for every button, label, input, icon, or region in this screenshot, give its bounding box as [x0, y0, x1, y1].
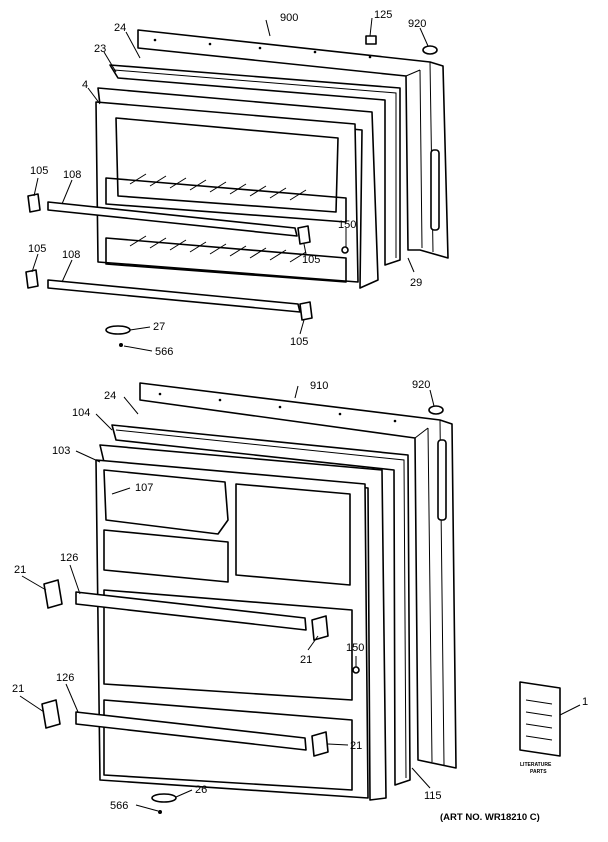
- callout-150: 150: [338, 219, 356, 231]
- callout-105: 105: [302, 254, 320, 266]
- callout-125: 125: [374, 9, 392, 21]
- art-number: (ART NO. WR18210 C): [440, 812, 540, 823]
- screw-icon: [352, 666, 360, 674]
- callout-105: 105: [290, 336, 308, 348]
- freezer-shelf-ribs: [129, 173, 307, 263]
- callout-105: 105: [28, 243, 46, 255]
- bracket-icon: [311, 731, 329, 757]
- freezer-door-assembly: [25, 29, 449, 347]
- bracket-icon: [311, 615, 329, 641]
- callout-115: 115: [424, 790, 442, 802]
- button-icon: [428, 405, 444, 415]
- bracket-icon: [25, 269, 39, 289]
- plug-icon: [365, 35, 377, 45]
- callout-104: 104: [72, 407, 90, 419]
- callout-126: 126: [56, 672, 74, 684]
- callout-107: 107: [135, 482, 153, 494]
- fresh-food-inner-liner: [95, 459, 369, 799]
- callout-23: 23: [94, 43, 106, 55]
- callout-27: 27: [153, 321, 165, 333]
- callout-21: 21: [350, 740, 362, 752]
- bracket-icon: [41, 699, 61, 729]
- fresh-food-shelf-bar-lower: [75, 711, 307, 751]
- callout-21: 21: [12, 683, 24, 695]
- clip-icon: [151, 793, 177, 803]
- callout-21: 21: [14, 564, 26, 576]
- screw-icon: [341, 246, 349, 254]
- fresh-food-labels: 910 920 24 104 103 107 126 21 21 150 126…: [12, 379, 442, 812]
- freezer-shelf-bar-upper: [47, 201, 298, 237]
- bracket-icon: [297, 225, 311, 245]
- freezer-outer-panel: [137, 29, 449, 259]
- callout-105: 105: [30, 165, 48, 177]
- literature-caption-2: PARTS: [530, 769, 547, 775]
- literature-packet: LITERATURE PARTS: [519, 681, 561, 775]
- callout-900: 900: [280, 12, 298, 24]
- callout-29: 29: [410, 277, 422, 289]
- dairy-compartment: [103, 469, 229, 535]
- callout-910: 910: [310, 380, 328, 392]
- fresh-food-gasket: [111, 424, 411, 786]
- callout-108: 108: [62, 249, 80, 261]
- callout-920: 920: [412, 379, 430, 391]
- callout-566: 566: [110, 800, 128, 812]
- callout-4: 4: [82, 79, 88, 91]
- clip-icon: [105, 325, 131, 335]
- freezer-labels: 900 125 920 24 23 4 105 108 150 105 108 …: [28, 9, 426, 358]
- fresh-food-door-assembly: [41, 382, 457, 814]
- leader-lines: [19, 17, 581, 812]
- fresh-food-shelf-bar-upper: [75, 591, 307, 631]
- callout-103: 103: [52, 445, 70, 457]
- callout-566: 566: [155, 346, 173, 358]
- button-icon: [422, 45, 438, 55]
- literature-caption-1: LITERATURE: [520, 762, 552, 768]
- bracket-icon: [27, 193, 41, 213]
- callout-126: 126: [60, 552, 78, 564]
- bracket-icon: [43, 579, 63, 609]
- callout-150: 150: [346, 642, 364, 654]
- callout-21: 21: [300, 654, 312, 666]
- freezer-gasket: [109, 64, 401, 266]
- callout-26: 26: [195, 784, 207, 796]
- callout-920: 920: [408, 18, 426, 30]
- bracket-icon: [299, 301, 313, 321]
- fresh-food-handle-slot: [437, 439, 447, 521]
- callout-24: 24: [104, 390, 116, 402]
- freezer-shelf-bar-lower: [47, 279, 301, 313]
- fresh-food-outer-panel: [139, 382, 457, 769]
- screw-icon: [158, 810, 162, 814]
- screw-icon: [119, 343, 123, 347]
- callout-1: 1: [582, 696, 588, 708]
- callout-24: 24: [114, 22, 126, 34]
- callout-108: 108: [63, 169, 81, 181]
- freezer-handle-slot: [430, 149, 440, 231]
